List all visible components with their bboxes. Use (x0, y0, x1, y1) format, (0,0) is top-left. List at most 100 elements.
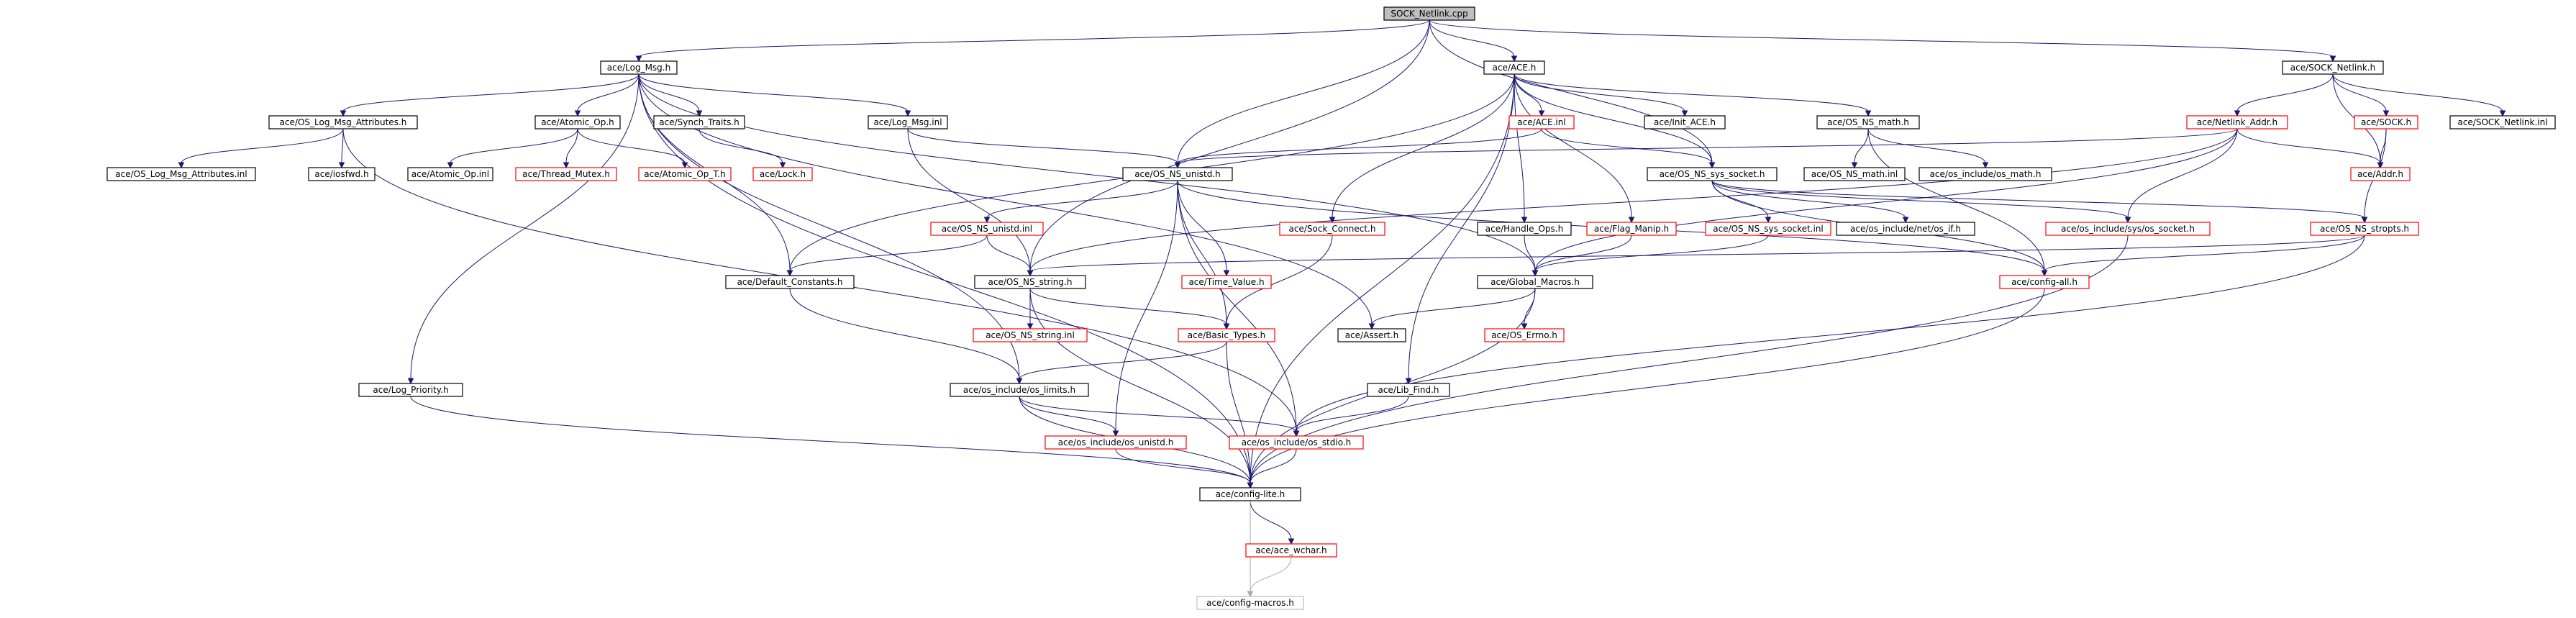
node-os-include-os-math-h[interactable]: ace/os_include/os_math.h (1919, 167, 2052, 181)
edge-os_log_msg_attributes_h-to-iosfwd_h (341, 128, 344, 164)
node-os-log-msg-attributes-inl[interactable]: ace/OS_Log_Msg_Attributes.inl (106, 167, 256, 181)
node-ace-inl[interactable]: ace/ACE.inl (1508, 115, 1575, 129)
node-thread-mutex-h[interactable]: ace/Thread_Mutex.h (515, 167, 617, 181)
node-box (638, 167, 732, 181)
node-os-include-os-stdio-h[interactable]: ace/os_include/os_stdio.h (1229, 435, 1364, 450)
node-box (1199, 487, 1301, 501)
node-os-errno-h[interactable]: ace/OS_Errno.h (1484, 328, 1565, 342)
node-box (1181, 275, 1272, 289)
arrowhead-synch_traits_h-to-lock_h (779, 162, 786, 169)
node-sock-netlink-inl[interactable]: ace/SOCK_Netlink.inl (2449, 115, 2556, 129)
node-box (725, 275, 855, 289)
node-label: ace/Log_Priority.h (373, 385, 448, 395)
edge-ace_inl-to-os_ns_unistd_h (1177, 128, 1542, 164)
arrowhead-sock_netlink_cpp-to-ace_h (1511, 55, 1518, 63)
node-label: ace/config-all.h (2011, 277, 2077, 287)
arrowhead-log_msg_h-to-log_msg_inl (904, 110, 911, 117)
node-lib-find-h[interactable]: ace/Lib_Find.h (1367, 383, 1450, 397)
node-config-macros-h[interactable]: ace/config-macros.h (1196, 596, 1304, 610)
node-box (308, 167, 376, 181)
node-os-include-os-unistd-h[interactable]: ace/os_include/os_unistd.h (1044, 435, 1187, 450)
node-box (2354, 115, 2418, 129)
node-os-ns-string-h[interactable]: ace/OS_NS_string.h (974, 275, 1086, 289)
arrowhead-ace_wchar_h-to-config_macros_h (1247, 591, 1254, 598)
node-assert-h[interactable]: ace/Assert.h (1337, 328, 1406, 342)
arrowhead-os_ns_sys_socket_h-to-os_ns_sys_socket_inl (1765, 217, 1772, 224)
node-box (515, 167, 617, 181)
node-config-lite-h[interactable]: ace/config-lite.h (1199, 487, 1301, 501)
edge-atomic_op_h-to-thread_mutex_h (565, 128, 578, 164)
node-atomic-op-inl[interactable]: ace/Atomic_Op.inl (407, 167, 493, 181)
node-log-msg-h[interactable]: ace/Log_Msg.h (600, 60, 678, 75)
node-os-include-net-os-if-h[interactable]: ace/os_include/net/os_if.h (1836, 222, 1975, 236)
node-sock-h[interactable]: ace/SOCK.h (2354, 115, 2418, 129)
node-iosfwd-h[interactable]: ace/iosfwd.h (308, 167, 376, 181)
node-time-value-h[interactable]: ace/Time_Value.h (1181, 275, 1272, 289)
edge-atomic_op_h-to-atomic_op_inl (450, 128, 578, 164)
edge-sock_netlink_h-to-netlink_addr_h (2236, 73, 2334, 112)
node-lock-h[interactable]: ace/Lock.h (752, 167, 813, 181)
edge-netlink_addr_h-to-global_macros_h (1534, 128, 2238, 272)
arrowhead-os_ns_math_h-to-os_include_os_math_h (1982, 162, 1989, 169)
node-ace-wchar-h[interactable]: ace/ace_wchar.h (1245, 543, 1337, 558)
edge-os_ns_unistd_h-to-os_include_os_unistd_h (1115, 180, 1178, 432)
node-label: ace/os_include/os_math.h (1930, 169, 2042, 179)
node-flag-manip-h[interactable]: ace/Flag_Manip.h (1586, 222, 1677, 236)
node-box (950, 383, 1089, 397)
node-sock-netlink-cpp[interactable]: SOCK_Netlink.cpp (1383, 6, 1475, 21)
edge-os_ns_sys_socket_h-to-os_include_net_os_if_h (1711, 180, 1906, 219)
node-os-ns-string-inl[interactable]: ace/OS_NS_string.inl (973, 328, 1088, 342)
node-os-ns-math-inl[interactable]: ace/OS_NS_math.inl (1803, 167, 1906, 181)
arrowhead-ace_h-to-lib_find_h (1405, 378, 1412, 385)
node-os-include-sys-os-socket-h[interactable]: ace/os_include/sys/os_socket.h (2045, 222, 2211, 236)
node-config-all-h[interactable]: ace/config-all.h (1999, 275, 2090, 289)
node-global-macros-h[interactable]: ace/Global_Macros.h (1477, 275, 1593, 289)
node-os-ns-math-h[interactable]: ace/OS_NS_math.h (1816, 115, 1920, 129)
arrowhead-ace_h-to-ace_inl (1538, 110, 1545, 117)
node-sock-netlink-h[interactable]: ace/SOCK_Netlink.h (2282, 60, 2384, 75)
node-ace-h[interactable]: ace/ACE.h (1483, 60, 1545, 75)
edge-os_ns_stropts_h-to-config_all_h (2044, 235, 2365, 272)
node-label: ace/Log_Msg.h (607, 63, 670, 73)
node-os-ns-sys-socket-inl[interactable]: ace/OS_NS_sys_socket.inl (1705, 222, 1831, 236)
node-basic-types-h[interactable]: ace/Basic_Types.h (1178, 328, 1275, 342)
edge-log_msg_h-to-config_lite_h (638, 73, 1251, 484)
node-box (930, 222, 1044, 236)
node-log-priority-h[interactable]: ace/Log_Priority.h (358, 383, 463, 397)
edge-os_ns_unistd_inl-to-os_ns_string_h (986, 235, 1031, 272)
arrowhead-ace_inl-to-os_ns_sys_socket_h (1708, 162, 1716, 169)
node-label: ace/OS_NS_string.h (988, 277, 1073, 287)
edge-ace_h-to-os_ns_sys_socket_h (1514, 73, 1713, 164)
node-os-ns-sys-socket-h[interactable]: ace/OS_NS_sys_socket.h (1647, 167, 1778, 181)
node-log-msg-inl[interactable]: ace/Log_Msg.inl (868, 115, 948, 129)
arrowhead-os_log_msg_attributes_h-to-os_log_msg_attributes_inl (178, 162, 185, 169)
node-atomic-op-t-h[interactable]: ace/Atomic_Op_T.h (638, 167, 732, 181)
node-box (1477, 222, 1572, 236)
edge-ace_inl-to-os_ns_sys_socket_h (1541, 128, 1713, 164)
edge-sock_netlink_cpp-to-os_ns_sys_socket_h (1429, 19, 1713, 164)
node-label: ace/SOCK_Netlink.h (2290, 63, 2375, 73)
node-handle-ops-h[interactable]: ace/Handle_Ops.h (1477, 222, 1572, 236)
edge-os_ns_stropts_h-to-os_include_os_stdio_h (1296, 235, 2365, 432)
node-os-include-os-limits-h[interactable]: ace/os_include/os_limits.h (950, 383, 1089, 397)
arrowhead-os_ns_stropts_h-to-os_ns_string_h (1027, 270, 1034, 277)
node-init-ace-h[interactable]: ace/Init_ACE.h (1644, 115, 1726, 129)
node-box (268, 115, 418, 129)
node-os-ns-unistd-inl[interactable]: ace/OS_NS_unistd.inl (930, 222, 1044, 236)
node-os-ns-unistd-h[interactable]: ace/OS_NS_unistd.h (1122, 167, 1233, 181)
node-synch-traits-h[interactable]: ace/Synch_Traits.h (653, 115, 745, 129)
node-box (1484, 328, 1565, 342)
edge-os_ns_unistd_h-to-time_value_h (1177, 180, 1227, 272)
node-atomic-op-h[interactable]: ace/Atomic_Op.h (534, 115, 621, 129)
node-label: ace/OS_Log_Msg_Attributes.h (280, 117, 407, 127)
edge-os_ns_sys_socket_h-to-os_include_sys_os_socket_h (1711, 180, 2129, 219)
arrowhead-os_ns_sys_socket_h-to-os_include_sys_os_socket_h (2124, 217, 2131, 224)
node-default-constants-h[interactable]: ace/Default_Constants.h (725, 275, 855, 289)
node-box (2449, 115, 2556, 129)
node-sock-connect-h[interactable]: ace/Sock_Connect.h (1279, 222, 1385, 236)
node-os-ns-stropts-h[interactable]: ace/OS_NS_stropts.h (2310, 222, 2419, 236)
node-addr-h[interactable]: ace/Addr.h (2350, 167, 2411, 181)
node-label: ace/Time_Value.h (1188, 277, 1264, 287)
node-os-log-msg-attributes-h[interactable]: ace/OS_Log_Msg_Attributes.h (268, 115, 418, 129)
node-netlink-addr-h[interactable]: ace/Netlink_Addr.h (2186, 115, 2288, 129)
